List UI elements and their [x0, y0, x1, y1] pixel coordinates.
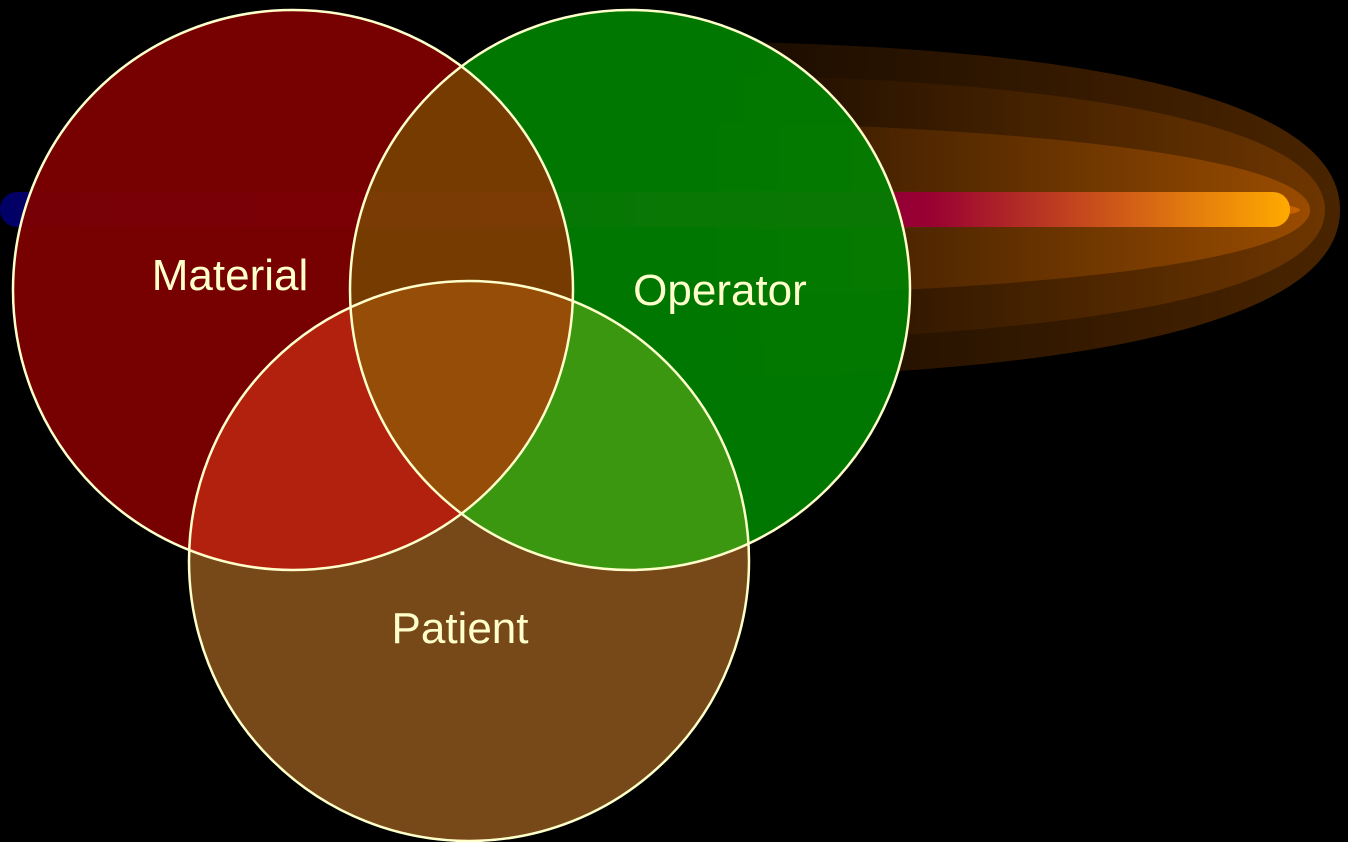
venn-outlines: [11, 8, 912, 842]
material-outline: [11, 8, 575, 572]
operator-outline: [348, 8, 912, 572]
patient-label: Patient: [392, 604, 529, 653]
operator-label: Operator: [633, 266, 807, 315]
material-label: Material: [152, 251, 309, 300]
patient-outline: [187, 279, 751, 842]
venn-regions: [13, 10, 910, 841]
